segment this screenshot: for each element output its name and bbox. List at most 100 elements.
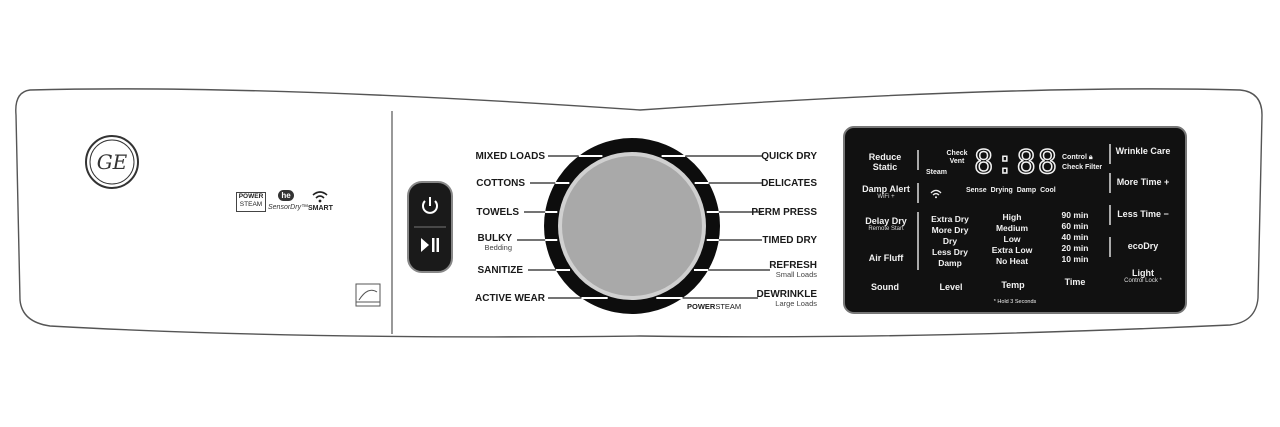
- cycle-sublabel: Small Loads: [775, 270, 817, 279]
- cycle-label: ACTIVE WEAR: [475, 293, 545, 304]
- cycle-sublabel: Large Loads: [775, 299, 817, 308]
- cycle-delicates[interactable]: DELICATES: [761, 178, 817, 189]
- cycle-dial[interactable]: [544, 138, 720, 314]
- right-leader-lines: [682, 155, 770, 299]
- cycle-active-wear[interactable]: ACTIVE WEAR: [475, 293, 545, 304]
- button-label: Time: [1064, 277, 1086, 287]
- button-label: Wrinkle Care: [1115, 146, 1171, 156]
- power-steam-badge: POWER STEAM: [236, 192, 266, 212]
- cycle-label: TOWELS: [476, 207, 519, 218]
- cycle-status-row: Sense Drying Damp Cool: [966, 186, 1056, 196]
- button-sublabel: Remote Start: [868, 226, 904, 232]
- power-steam-line1: POWER: [238, 193, 264, 200]
- ecodry-button[interactable]: ecoDry: [1114, 241, 1172, 251]
- dryness-level-list: Extra Dry More Dry Dry Less Dry Damp: [926, 214, 974, 269]
- button-label: Sound: [871, 282, 899, 292]
- cycle-sanitize[interactable]: SANITIZE: [477, 265, 523, 276]
- level-option: Dry: [942, 236, 958, 246]
- more-time-button[interactable]: More Time +: [1114, 177, 1172, 187]
- temp-option: High: [1002, 212, 1022, 222]
- time-remaining-digits: 8:88: [973, 143, 1060, 181]
- display-panel: [843, 126, 1187, 314]
- status-cool: Cool: [1040, 187, 1056, 194]
- reduce-static-button[interactable]: Reduce Static: [856, 152, 914, 172]
- power-steam-dial-label: POWERSTEAM: [687, 301, 741, 312]
- air-fluff-button[interactable]: Air Fluff: [856, 253, 916, 263]
- cycle-label: SANITIZE: [477, 265, 523, 276]
- lock-icon: 🔒︎: [1088, 154, 1093, 161]
- hold-note: * Hold 3 Seconds: [980, 297, 1050, 307]
- cycle-label: PERM PRESS: [751, 207, 817, 218]
- cycle-refresh[interactable]: REFRESH Small Loads: [769, 260, 817, 279]
- temp-option: Medium: [995, 223, 1029, 233]
- button-label: Air Fluff: [868, 253, 904, 263]
- button-sublabel: Control Lock *: [1124, 278, 1162, 284]
- status-sense: Sense: [966, 187, 987, 194]
- time-option: 40 min: [1061, 232, 1089, 242]
- wrinkle-care-button[interactable]: Wrinkle Care: [1114, 146, 1172, 156]
- cycle-label: REFRESH: [769, 260, 817, 271]
- cycle-quick-dry[interactable]: QUICK DRY: [761, 151, 817, 162]
- cycle-label: COTTONS: [476, 178, 525, 189]
- damp-alert-button[interactable]: Damp Alert WiFi +: [856, 184, 916, 201]
- he-text: he: [281, 191, 291, 200]
- time-option: 20 min: [1061, 243, 1089, 253]
- cycle-mixed-loads[interactable]: MIXED LOADS: [476, 151, 545, 162]
- cycle-label: TIMED DRY: [762, 235, 817, 246]
- power-button[interactable]: [418, 194, 442, 218]
- check-filter-indicator: Check Filter: [1062, 163, 1102, 173]
- sensor-dry-label: SensorDry™: [268, 204, 309, 211]
- status-damp: Damp: [1016, 187, 1037, 194]
- control-lock-indicator: Control 🔒︎: [1062, 153, 1093, 163]
- level-option: Less Dry: [932, 247, 968, 257]
- dial-ticks: [545, 155, 719, 299]
- power-steam-power: POWER: [687, 302, 716, 311]
- level-button[interactable]: Level: [928, 282, 974, 292]
- delay-dry-button[interactable]: Delay Dry Remote Start: [856, 216, 916, 233]
- button-label: Level: [939, 282, 963, 292]
- power-steam-steam: STEAM: [715, 302, 742, 311]
- time-option: 10 min: [1061, 254, 1089, 264]
- cycle-towels[interactable]: TOWELS: [476, 207, 519, 218]
- button-sublabel: WiFi +: [877, 194, 895, 200]
- time-button[interactable]: Time: [1052, 277, 1098, 287]
- cycle-bulky[interactable]: BULKY Bedding: [478, 233, 512, 252]
- cycle-cottons[interactable]: COTTONS: [476, 178, 525, 189]
- button-label: Less Time −: [1117, 209, 1169, 219]
- check-vent-text: Check Vent: [946, 150, 968, 165]
- he-icon: he: [278, 190, 294, 201]
- steam-indicator: Steam: [926, 168, 947, 178]
- start-pause-button[interactable]: [418, 234, 442, 256]
- temp-option: Extra Low: [991, 245, 1033, 255]
- cycle-perm-press[interactable]: PERM PRESS: [751, 207, 817, 218]
- ge-logo: [85, 135, 139, 189]
- power-steam-line2: STEAM: [239, 201, 263, 208]
- level-option: More Dry: [931, 225, 969, 235]
- check-filter-text: Check Filter: [1062, 164, 1103, 171]
- steam-text: Steam: [926, 169, 948, 176]
- sound-button[interactable]: Sound: [862, 282, 908, 292]
- cycle-sublabel: Bedding: [484, 243, 512, 252]
- button-label: Reduce Static: [868, 152, 902, 172]
- button-label: ecoDry: [1127, 241, 1159, 251]
- time-list: 90 min 60 min 40 min 20 min 10 min: [1052, 210, 1098, 265]
- digits-text: 8:88: [973, 143, 1060, 181]
- less-time-button[interactable]: Less Time −: [1114, 209, 1172, 219]
- button-label: Damp Alert: [862, 184, 910, 194]
- light-button[interactable]: Light Control Lock *: [1114, 268, 1172, 285]
- cycle-label: QUICK DRY: [761, 151, 817, 162]
- smart-label: SMART: [308, 205, 333, 212]
- level-option: Extra Dry: [931, 214, 969, 224]
- cycle-dewrinkle[interactable]: DEWRINKLE Large Loads: [756, 289, 817, 308]
- temperature-list: High Medium Low Extra Low No Heat: [986, 212, 1038, 267]
- cycle-label: MIXED LOADS: [475, 151, 545, 162]
- temp-option: Low: [1003, 234, 1021, 244]
- left-leader-lines: [517, 155, 582, 299]
- time-option: 90 min: [1061, 210, 1089, 220]
- temp-button[interactable]: Temp: [990, 280, 1036, 290]
- ge-logo-text: GE: [96, 150, 128, 174]
- cycle-timed-dry[interactable]: TIMED DRY: [762, 235, 817, 246]
- cycle-label: DELICATES: [761, 178, 817, 189]
- control-lock-text: Control: [1062, 154, 1087, 161]
